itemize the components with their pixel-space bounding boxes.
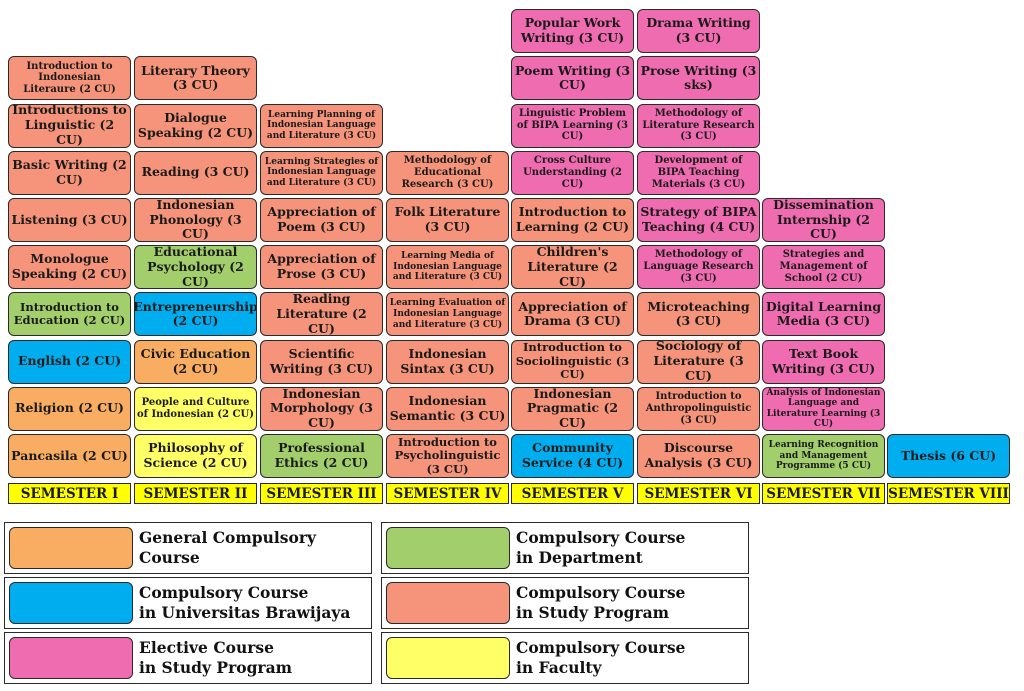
course-box: Drama Writing (3 CU) <box>637 9 760 54</box>
course-box: Appreciation of Prose (3 CU) <box>260 245 383 290</box>
course-box: Dialogue Speaking (2 CU) <box>134 103 257 148</box>
course-box: Popular Work Writing (3 CU) <box>511 9 634 54</box>
course-box: Reading (3 CU) <box>134 150 257 195</box>
legend-item: Compulsory Course in Faculty <box>381 632 749 684</box>
course-box: Civic Education (2 CU) <box>134 339 257 384</box>
course-box: Indonesian Morphology (3 CU) <box>260 386 383 431</box>
legend-swatch <box>9 582 133 624</box>
legend-item: Elective Course in Study Program <box>4 632 372 684</box>
course-box: Learning Evaluation of Indonesian Langua… <box>386 292 509 337</box>
course-box: Appreciation of Drama (3 CU) <box>511 292 634 337</box>
semester-label: SEMESTER II <box>134 483 257 504</box>
course-box: Community Service (4 CU) <box>511 434 634 478</box>
course-box: Entrepreneurship (2 CU) <box>134 292 257 337</box>
semester-label: SEMESTER VIII <box>887 483 1010 504</box>
course-box: Learning Strategies of Indonesian Langua… <box>260 150 383 195</box>
course-box: Introduction to Education (2 CU) <box>8 292 131 337</box>
course-box: Methodology of Language Research (3 CU) <box>637 245 760 290</box>
course-box: Methodology of Literature Research (3 CU… <box>637 103 760 148</box>
course-box: Introduction to Psycholinguistic (3 CU) <box>386 434 509 478</box>
course-box: Listening (3 CU) <box>8 198 131 242</box>
legend-item: Compulsory Course in Universitas Brawija… <box>4 577 372 629</box>
course-box: Strategy of BIPA Teaching (4 CU) <box>637 198 760 242</box>
course-box: Folk Literature (3 CU) <box>386 198 509 242</box>
course-box: Dissemination Internship (2 CU) <box>762 198 885 242</box>
course-box: Analysis of Indonesian Language and Lite… <box>762 386 885 431</box>
legend-item: Compulsory Course in Department <box>381 522 749 574</box>
legend-swatch <box>9 527 133 569</box>
semester-label: SEMESTER I <box>8 483 131 504</box>
course-box: Digital Learning Media (3 CU) <box>762 292 885 337</box>
course-box: Scientific Writing (3 CU) <box>260 339 383 384</box>
legend-label: Compulsory Course in Universitas Brawija… <box>139 582 351 622</box>
course-box: Children's Literature (2 CU) <box>511 245 634 290</box>
course-box: Appreciation of Poem (3 CU) <box>260 198 383 242</box>
course-box: Indonesian Pragmatic (2 CU) <box>511 386 634 431</box>
course-box: Discourse Analysis (3 CU) <box>637 434 760 478</box>
course-box: Poem Writing (3 CU) <box>511 56 634 101</box>
course-box: Learning Recognition and Management Prog… <box>762 434 885 478</box>
course-box: Development of BIPA Teaching Materials (… <box>637 150 760 195</box>
legend-swatch <box>386 582 510 624</box>
semester-label: SEMESTER VII <box>762 483 885 504</box>
course-box: Indonesian Phonology (3 CU) <box>134 198 257 242</box>
course-box: Methodology of Educational Research (3 C… <box>386 150 509 195</box>
legend-label: Elective Course in Study Program <box>139 637 293 677</box>
course-box: Prose Writing (3 sks) <box>637 56 760 101</box>
course-box: English (2 CU) <box>8 339 131 384</box>
course-box: Introduction to Anthropolinguistic (3 CU… <box>637 386 760 431</box>
course-box: Cross Culture Understanding (2 CU) <box>511 150 634 195</box>
course-box: Learning Planning of Indonesian Language… <box>260 103 383 148</box>
legend-swatch <box>386 527 510 569</box>
course-box: Thesis (6 CU) <box>887 434 1010 478</box>
course-box: Strategies and Management of School (2 C… <box>762 245 885 290</box>
course-box: Indonesian Semantic (3 CU) <box>386 386 509 431</box>
legend-label: Compulsory Course in Study Program <box>516 582 686 622</box>
course-box: Reading Literature (2 CU) <box>260 292 383 337</box>
course-box: Literary Theory (3 CU) <box>134 56 257 101</box>
course-box: Text Book Writing (3 CU) <box>762 339 885 384</box>
semester-label: SEMESTER IV <box>386 483 509 504</box>
legend-swatch <box>9 637 133 679</box>
course-box: Monologue Speaking (2 CU) <box>8 245 131 290</box>
semester-label: SEMESTER V <box>511 483 634 504</box>
course-box: Indonesian Sintax (3 CU) <box>386 339 509 384</box>
course-box: Introduction to Sociolinguistic (3 CU) <box>511 339 634 384</box>
course-box: Linguistic Problem of BIPA Learning (3 C… <box>511 103 634 148</box>
legend-item: Compulsory Course in Study Program <box>381 577 749 629</box>
course-box: Professional Ethics (2 CU) <box>260 434 383 478</box>
course-box: Sociology of Literature (3 CU) <box>637 339 760 384</box>
semester-label: SEMESTER III <box>260 483 383 504</box>
semester-label: SEMESTER VI <box>637 483 760 504</box>
legend-label: Compulsory Course in Faculty <box>516 637 686 677</box>
course-box: Pancasila (2 CU) <box>8 434 131 478</box>
course-box: Educational Psychology (2 CU) <box>134 245 257 290</box>
course-box: Basic Writing (2 CU) <box>8 150 131 195</box>
legend-label: General Compulsory Course <box>139 527 317 567</box>
course-box: Introduction to Indonesian Literaure (2 … <box>8 56 131 101</box>
course-box: Introductions to Linguistic (2 CU) <box>8 103 131 148</box>
legend-swatch <box>386 637 510 679</box>
course-box: Philosophy of Science (2 CU) <box>134 434 257 478</box>
legend-item: General Compulsory Course <box>4 522 372 574</box>
course-box: Religion (2 CU) <box>8 386 131 431</box>
course-box: Microteaching (3 CU) <box>637 292 760 337</box>
course-box: People and Culture of Indonesian (2 CU) <box>134 386 257 431</box>
course-box: Learning Media of Indonesian Language an… <box>386 245 509 290</box>
course-box: Introduction to Learning (2 CU) <box>511 198 634 242</box>
legend-label: Compulsory Course in Department <box>516 527 686 567</box>
